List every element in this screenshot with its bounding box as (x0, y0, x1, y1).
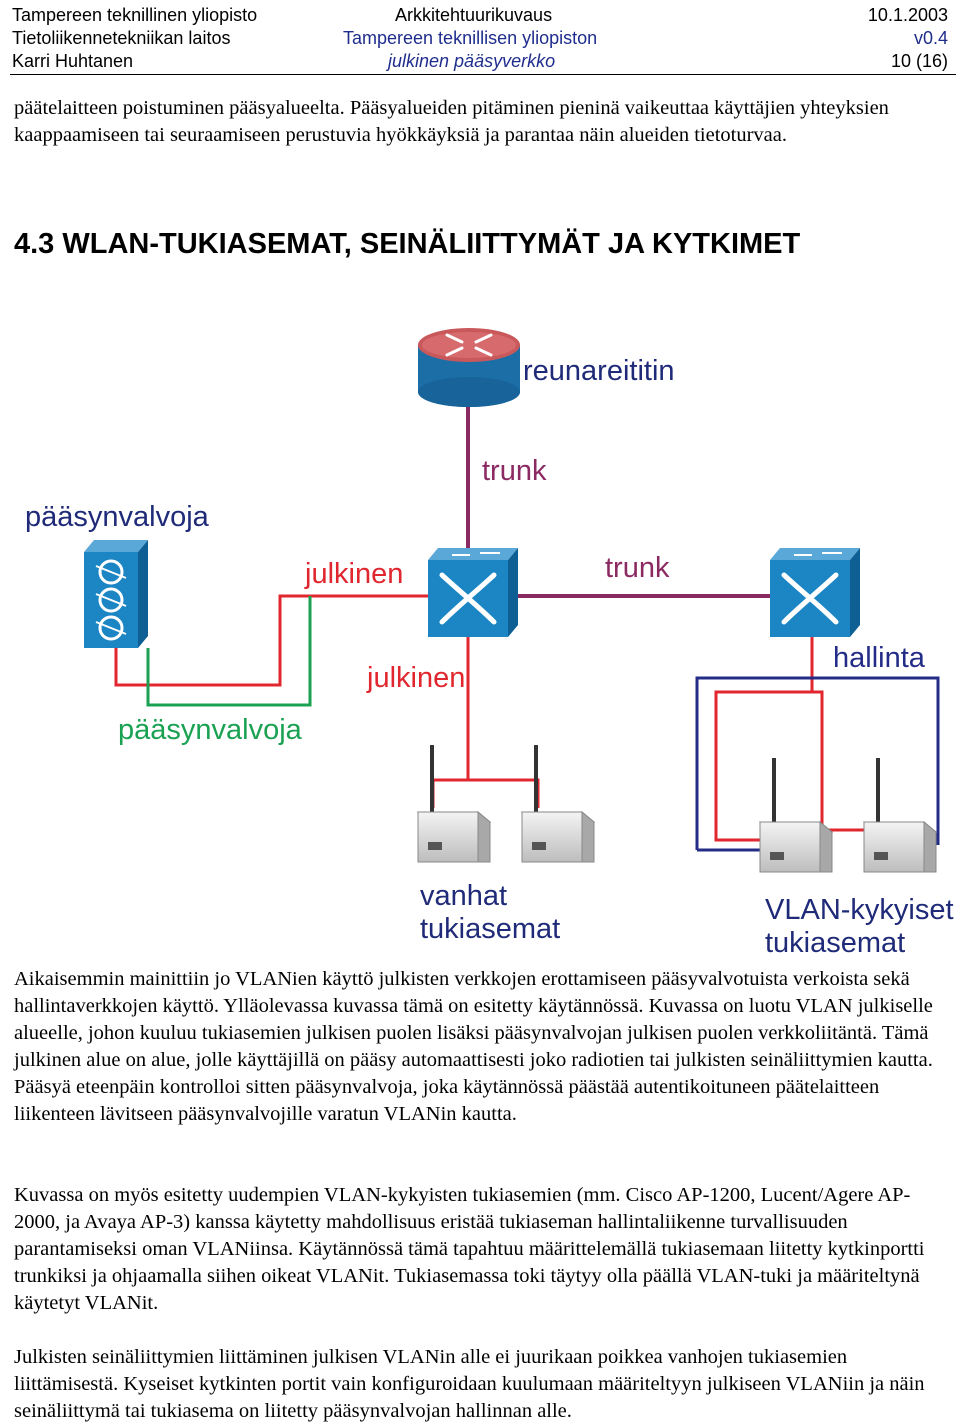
access-point-icon-1 (416, 745, 492, 863)
public-link-ap2 (468, 778, 540, 808)
paragraph-vlan-capable-aps: Kuvassa on myös esitetty uudempien VLAN-… (14, 1184, 925, 1314)
management-vlan-links (695, 676, 940, 852)
header-page-number: 10 (16) (890, 51, 948, 71)
switch-icon-left (428, 548, 518, 637)
network-diagram: reunareititin trunk pääsynvalvoja julkin… (25, 328, 954, 959)
label-public-bottom: julkinen (366, 662, 465, 694)
label-trunk-horizontal: trunk (605, 552, 670, 584)
management-link-trunk (695, 676, 940, 850)
header-doc-type: Arkkitehtuurikuvaus (395, 5, 553, 25)
access-controller-icon (84, 540, 148, 648)
switch-icon-right (770, 548, 860, 637)
intro-paragraph: päätelaitteen poistuminen pääsyalueelta.… (14, 97, 889, 146)
label-edge-router: reunareititin (523, 355, 675, 387)
router-icon (418, 328, 520, 407)
page-header: Tampereen teknillinen yliopisto Tietolii… (0, 0, 960, 80)
header-version: v0.4 (913, 28, 948, 48)
header-author: Karri Huhtanen (12, 51, 134, 71)
label-management: hallinta (833, 642, 926, 674)
label-trunk-vertical: trunk (482, 455, 547, 487)
access-vlan-link (146, 596, 312, 707)
label-access-controller: pääsynvalvoja (25, 501, 210, 533)
access-point-icon-2 (520, 745, 596, 863)
label-vlan-aps-2: tukiasemat (765, 927, 905, 959)
header-department: Tietoliikennetekniikan laitos (12, 28, 231, 48)
access-point-icon-3 (758, 758, 834, 873)
label-old-aps-1: vanhat (420, 880, 507, 912)
access-point-icon-4 (862, 758, 938, 873)
label-old-aps-2: tukiasemat (420, 913, 560, 945)
header-date: 10.1.2003 (867, 5, 948, 25)
section-title: 4.3 WLAN-TUKIASEMAT, SEINÄLIITTYMÄT JA K… (14, 228, 801, 260)
public-link-ap3 (714, 637, 814, 842)
header-rule (10, 74, 956, 75)
paragraph-wall-jacks: Julkisten seinäliittymien liittäminen ju… (14, 1346, 925, 1422)
label-vlan-aps-1: VLAN-kykyiset (765, 894, 954, 926)
header-university: Tampereen teknillinen yliopisto (12, 5, 258, 25)
paragraph-vlan-usage: Aikaisemmin mainittiin jo VLANien käyttö… (14, 968, 933, 1125)
header-doc-org: Tampereen teknillisen yliopiston (343, 28, 598, 48)
header-doc-subject: julkinen pääsyverkko (388, 51, 556, 71)
trunk-links (466, 405, 770, 598)
label-access-vlan: pääsynvalvoja (118, 714, 303, 746)
public-link-access-controller (114, 594, 428, 687)
label-public-top: julkinen (304, 558, 403, 590)
